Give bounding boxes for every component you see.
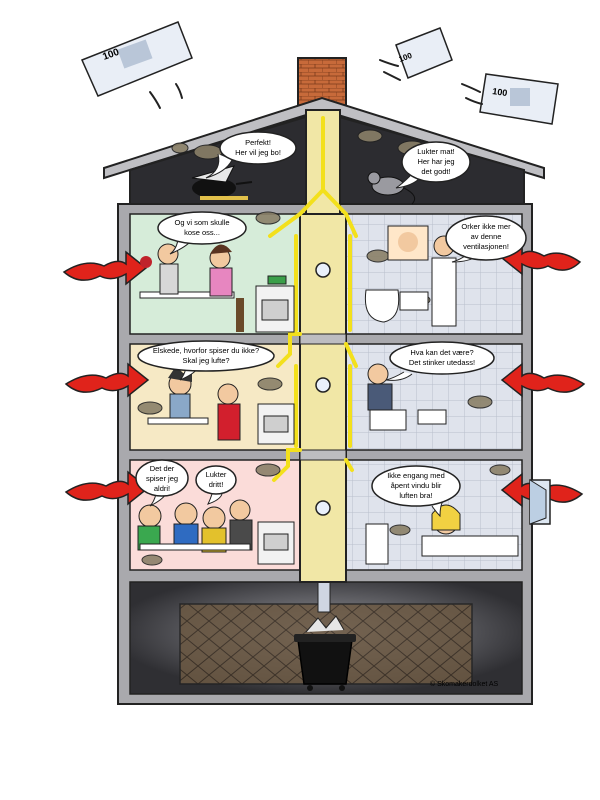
bubble-top-left-line1: Og vi som skulle	[174, 218, 229, 227]
bubble-top-right: Orker ikke mer av denne ventilasjonen!	[445, 215, 527, 263]
bubble-middle-left-line1: Elskede, hvorfor spiser du ikke?	[153, 346, 259, 355]
bottom-stove	[257, 521, 295, 565]
yellow-pipes	[268, 116, 358, 482]
roof	[103, 96, 545, 180]
toilet-man	[367, 363, 447, 431]
middle-stove	[257, 403, 295, 445]
bubble-middle-left-line2: Skal jeg lufte?	[182, 356, 229, 365]
top-stove	[255, 275, 295, 333]
bubble-top-left: Og vi som skulle kose oss...	[157, 211, 247, 255]
bubble-attic-left-line1: Perfekt!	[245, 138, 271, 147]
banknote-right-value: 100	[492, 86, 508, 98]
bubble-middle-right-line1: Hva kan det være?	[410, 348, 473, 357]
garbage-bin	[294, 615, 356, 691]
banknote-middle: 100	[395, 27, 453, 79]
banknote-right: 100	[479, 73, 559, 125]
bubble-attic-right-line2: Her har jeg	[417, 157, 454, 166]
window-open	[529, 479, 551, 525]
bubble-top-right-line3: ventilasjonen!	[463, 242, 509, 251]
copyright-credit: © Skomakerdolket AS	[430, 680, 499, 688]
bubble-bottom-right: Ikke engang med åpent vindu blir luften …	[371, 465, 461, 518]
bubble-bottom-left-b-line1: Lukter	[206, 470, 227, 479]
bubble-top-right-line2: av denne	[471, 232, 502, 241]
banknote-middle-value: 100	[398, 51, 414, 64]
bubble-bottom-left-b-line2: dritt!	[209, 480, 224, 489]
bubble-bottom-right-line2: åpent vindu blir	[391, 481, 442, 490]
bubble-attic-right-line3: det godt!	[421, 167, 450, 176]
bubble-attic-left: Perfekt! Her vil jeg bo!	[205, 131, 297, 179]
kids-table	[137, 499, 253, 553]
banknote-left: 100	[80, 21, 193, 97]
duct-vents	[315, 262, 331, 516]
top-bath-fixtures	[364, 225, 457, 327]
bubble-top-right-line1: Orker ikke mer	[461, 222, 511, 231]
bubble-bottom-left-b: Lukter dritt!	[195, 465, 237, 505]
bubble-middle-right-line2: Det stinker utedass!	[409, 358, 475, 367]
bubble-attic-right: Lukter mat! Her har jeg det godt!	[395, 141, 471, 189]
bubble-bottom-right-line1: Ikke engang med	[387, 471, 445, 480]
bubble-middle-left: Elskede, hvorfor spiser du ikke? Skal je…	[137, 340, 275, 381]
bubble-attic-left-line2: Her vil jeg bo!	[235, 148, 281, 157]
bubble-bottom-left-a: Det der spiser jeg aldri!	[135, 459, 189, 507]
bubble-bottom-left-a-line3: aldri!	[154, 484, 170, 493]
motion-lines	[149, 59, 483, 109]
bubble-bottom-left-a-line2: spiser jeg	[146, 474, 178, 483]
basement-chute	[317, 581, 331, 613]
bubble-attic-right-line1: Lukter mat!	[417, 147, 455, 156]
bubble-middle-right: Hva kan det være? Det stinker utedass!	[385, 341, 495, 381]
couple-dinner	[139, 243, 244, 332]
bubble-bottom-left-a-line1: Det der	[150, 464, 175, 473]
bubble-bottom-right-line3: luften bra!	[399, 491, 432, 500]
bubble-top-left-line2: kose oss...	[184, 228, 220, 237]
odor-clouds	[137, 129, 511, 566]
